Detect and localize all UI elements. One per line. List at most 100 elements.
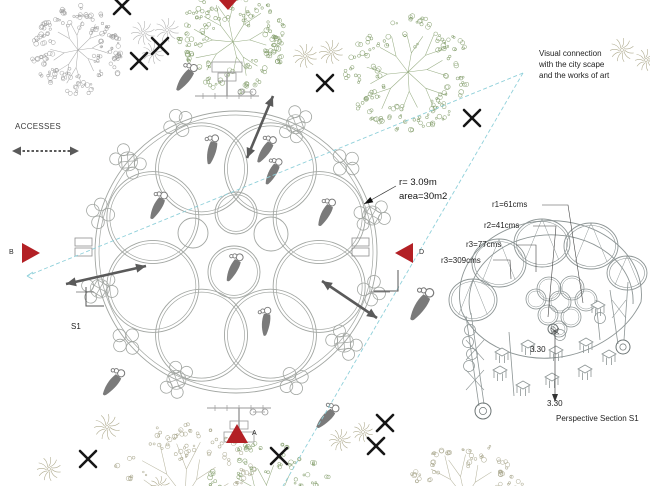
x-mark [315,73,335,93]
x-mark [150,36,170,56]
flower-swirl [352,421,373,443]
flow-arrow [65,263,147,287]
stool [544,372,560,388]
flower-swirl [130,20,155,45]
stool [577,364,593,380]
flower-swirl [609,37,634,62]
marker-d-label: D [419,249,425,256]
flow-arrow [321,279,378,320]
dim-leaders [493,259,512,280]
stool [578,337,594,353]
perspective-caption: Perspective Section S1 [556,414,639,423]
x-mark [269,446,289,466]
rim-furniture-cluster [81,273,119,304]
sight-line [282,72,524,486]
rim-furniture-cluster [112,328,140,355]
dim-leader [516,244,537,272]
flower-swirl [292,43,317,68]
x-mark [366,436,386,456]
tree [30,3,123,96]
flow-arrow [245,95,275,159]
flower-swirl [328,428,351,451]
x-mark [462,108,482,128]
rim-furniture-cluster [109,143,147,180]
rim-furniture-cluster [353,200,391,231]
person-figure [410,287,435,321]
person-figure [226,253,244,282]
radius-leader [363,185,397,205]
pavilion-plan [74,105,391,399]
height-dimension [550,327,560,402]
section-cut [374,270,399,292]
section-cut-bracket [85,287,104,307]
x-mark [78,449,98,469]
bike-rack [195,61,259,99]
visual-connection-note: Visual connection with the city scape an… [539,49,610,80]
stool [601,349,617,365]
stool [494,347,510,363]
marker-a-label: A [252,430,257,437]
x-mark [129,51,149,71]
person-figure [265,158,283,185]
dim-leaders [516,244,537,272]
perspective-section [448,218,648,420]
stool [515,380,531,396]
dimension-r3b: r3=309cms [441,256,481,265]
dimension-r1: r1=61cms [492,200,528,209]
dimension-r3a: r3=77cms [466,240,502,249]
rim-furniture-cluster [163,108,193,137]
radius-area-note: r= 3.09m area=30m2 [399,177,448,202]
marker-d-triangle [395,243,413,263]
marker-top-triangle [219,0,237,10]
flower-swirl [318,39,343,64]
tree [176,0,286,95]
person-figure [150,191,168,220]
person-figure [318,198,336,227]
rim-furniture-cluster [279,367,309,396]
stool [590,300,606,316]
section-s1-label: S1 [71,322,81,331]
dim-leaders [542,204,584,304]
tree [207,441,331,486]
person-figure [257,306,272,336]
stool [548,345,564,361]
rim-furniture-cluster [325,324,363,361]
accesses-label: ACCESSES [15,122,61,131]
dim-leader [542,204,584,304]
person-figure [257,135,277,163]
tree [342,13,470,133]
person-figure [316,402,340,429]
tree [410,445,524,486]
flower-swirl [36,456,61,481]
dim-leader [493,259,512,280]
dimension-r2: r2=41cms [484,221,520,230]
rim-furniture-cluster [159,360,193,399]
stool [520,339,536,355]
flower-swirl [150,475,170,486]
dim-leaders [533,225,557,318]
person-figure [102,368,126,396]
section-cut [85,287,104,307]
rim-furniture-cluster [86,197,116,229]
x-mark [112,0,132,16]
height-dim-bottom: 3.30 [547,399,563,408]
person-figure [204,134,220,165]
marker-b-triangle [22,243,40,263]
height-dim-top: 3.30 [530,345,546,354]
flower-swirl [634,48,650,71]
rim-furniture-cluster [332,149,360,176]
stool [492,365,508,381]
rim-furniture-cluster [356,275,386,307]
x-mark [375,413,395,433]
accesses-arrow [12,146,79,156]
marker-b-label: B [9,249,14,256]
dim-leader [533,225,557,318]
person-figure [176,63,198,91]
section-markers [22,0,413,443]
flower-swirl [154,17,179,42]
rim-furniture-cluster [279,105,313,144]
section-cut-bracket [374,270,399,292]
sight-line [26,72,524,280]
